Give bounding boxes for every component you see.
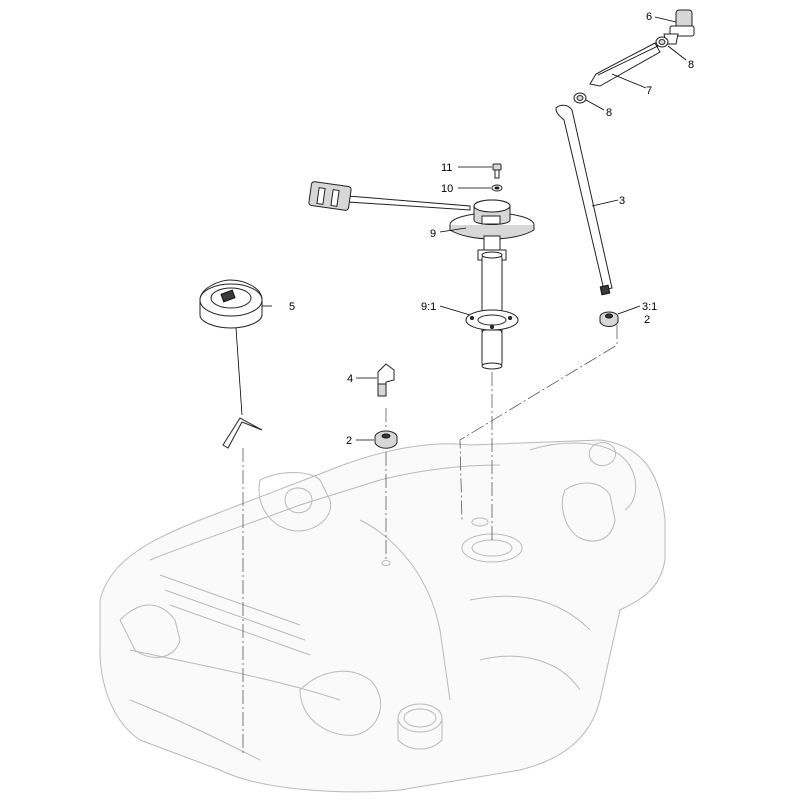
callout-11: 11 [441, 162, 452, 174]
callout-9-1: 9:1 [421, 301, 436, 313]
callout-4: 4 [347, 373, 353, 385]
alignment-lines [242, 325, 618, 755]
part-3-1-grommet [599, 311, 619, 327]
callout-2-lower: 2 [346, 435, 352, 447]
fuel-tank-outline [99, 439, 666, 793]
part-8-clamp-lower [573, 92, 587, 104]
part-4-elbow-fitting [377, 363, 395, 397]
callout-10: 10 [441, 183, 453, 195]
callout-8-lower: 8 [606, 107, 612, 119]
callout-3-1: 3:1 [642, 301, 657, 313]
leader-lines [262, 16, 687, 441]
part-9-fuel-sender [308, 181, 535, 261]
part-11-screw [492, 163, 502, 179]
part-7-hose [589, 42, 661, 87]
callout-labels: 6 8 7 8 3 11 10 9 5 9:1 3:1 2 4 2 [289, 11, 694, 447]
part-3-vent-tube [555, 104, 613, 296]
callout-7: 7 [646, 85, 652, 97]
part-8-clamp-upper [655, 36, 669, 48]
callout-5: 5 [289, 301, 295, 313]
part-9-1-pickup-tube [465, 251, 519, 370]
callout-3: 3 [619, 195, 625, 207]
part-10-washer [491, 184, 503, 192]
part-6-vent-valve [663, 9, 695, 45]
callout-6: 6 [646, 11, 652, 23]
callout-2-upper: 2 [644, 314, 650, 326]
part-5-fuel-cap [199, 279, 263, 449]
callout-9: 9 [430, 228, 436, 240]
part-2-grommet [374, 430, 398, 449]
callout-8-upper: 8 [688, 59, 694, 71]
